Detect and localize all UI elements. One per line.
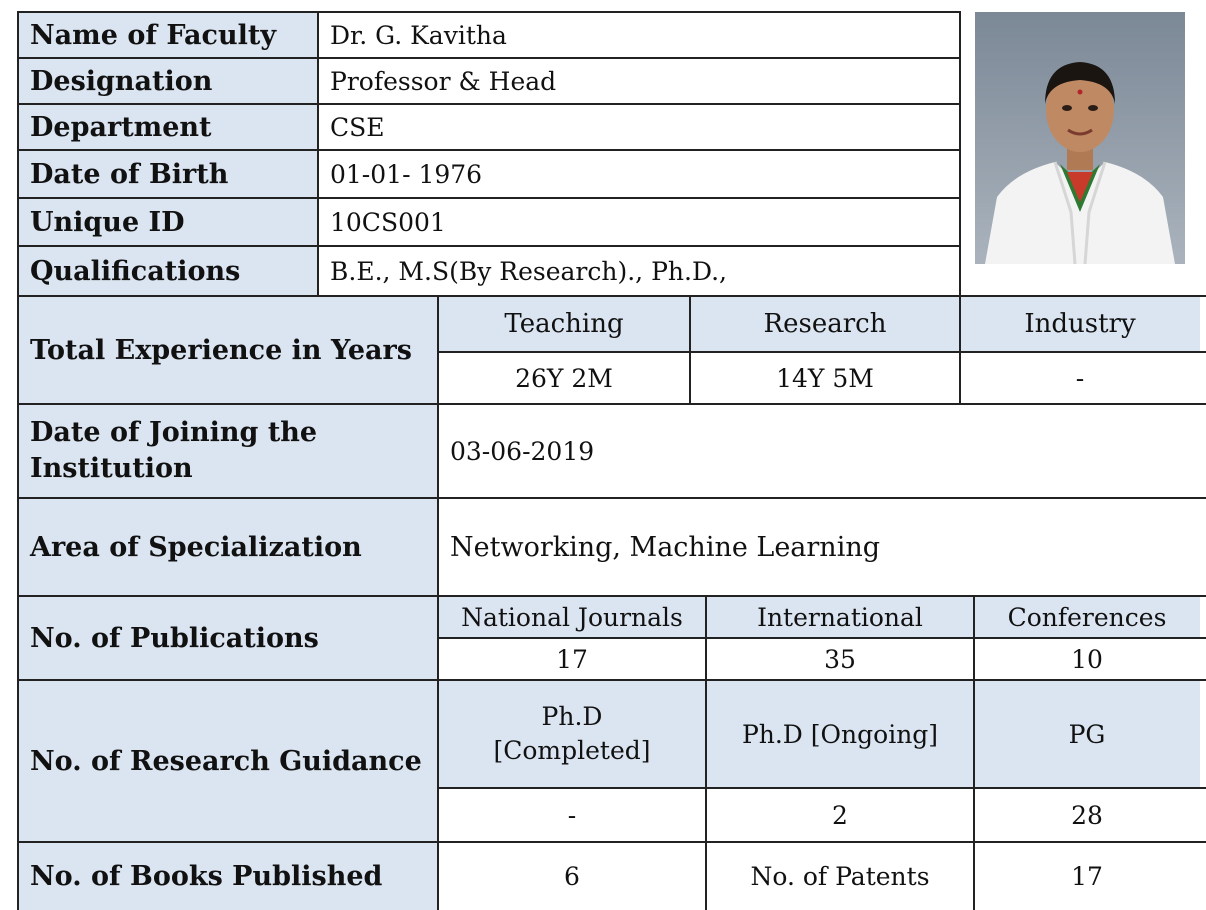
publications-value-conferences: 10	[974, 638, 1200, 680]
publications-value-national: 17	[438, 638, 706, 680]
publications-header-conferences: Conferences	[974, 596, 1200, 638]
books-label: No. of Books Published	[18, 842, 438, 910]
publications-header-national: National Journals	[438, 596, 706, 638]
grid-line	[17, 57, 961, 59]
uid-value: 10CS001	[318, 198, 960, 246]
qualifications-value: B.E., M.S(By Research)., Ph.D.,	[318, 246, 960, 296]
guidance-header-phd-completed: Ph.D [Completed]	[438, 680, 706, 788]
experience-value-research: 14Y 5M	[690, 352, 960, 404]
grid-line	[17, 11, 19, 910]
specialization-value: Networking, Machine Learning	[438, 498, 1200, 596]
grid-line	[17, 245, 961, 247]
uid-label: Unique ID	[18, 198, 318, 246]
dob-label: Date of Birth	[18, 150, 318, 198]
qualifications-label: Qualifications	[18, 246, 318, 296]
guidance-value-phd-completed: -	[438, 788, 706, 842]
name-value: Dr. G. Kavitha	[318, 12, 960, 58]
grid-line	[317, 11, 319, 297]
grid-line	[705, 595, 707, 910]
publications-value-international: 35	[706, 638, 974, 680]
experience-label: Total Experience in Years	[18, 296, 438, 404]
guidance-header-phd-ongoing: Ph.D [Ongoing]	[706, 680, 974, 788]
department-label: Department	[18, 104, 318, 150]
grid-line	[437, 351, 1206, 353]
experience-value-industry: -	[960, 352, 1200, 404]
experience-header-teaching: Teaching	[438, 296, 690, 352]
grid-line	[17, 595, 1206, 597]
patents-label: No. of Patents	[706, 842, 974, 910]
grid-line	[17, 679, 1206, 681]
name-label: Name of Faculty	[18, 12, 318, 58]
patents-value: 17	[974, 842, 1200, 910]
department-value: CSE	[318, 104, 960, 150]
grid-line	[959, 295, 961, 405]
joining-value: 03-06-2019	[438, 404, 1200, 498]
grid-line	[17, 295, 1206, 297]
books-value: 6	[438, 842, 706, 910]
designation-label: Designation	[18, 58, 318, 104]
experience-value-teaching: 26Y 2M	[438, 352, 690, 404]
grid-line	[437, 787, 1206, 789]
guidance-label: No. of Research Guidance	[18, 680, 438, 842]
grid-line	[17, 403, 1206, 405]
grid-line	[17, 197, 961, 199]
grid-line	[959, 11, 961, 297]
grid-line	[17, 103, 961, 105]
joining-label: Date of Joining the Institution	[18, 404, 438, 498]
dob-value: 01-01- 1976	[318, 150, 960, 198]
grid-line	[17, 149, 961, 151]
publications-header-international: International	[706, 596, 974, 638]
grid-line	[17, 497, 1206, 499]
experience-header-industry: Industry	[960, 296, 1200, 352]
guidance-header-pg: PG	[974, 680, 1200, 788]
grid-line	[689, 295, 691, 405]
faculty-photo	[975, 12, 1185, 264]
specialization-label: Area of Specialization	[18, 498, 438, 596]
guidance-value-pg: 28	[974, 788, 1200, 842]
grid-line	[973, 595, 975, 910]
grid-line	[17, 841, 1206, 843]
grid-line	[17, 11, 961, 13]
publications-label: No. of Publications	[18, 596, 438, 680]
grid-line	[437, 295, 439, 910]
experience-header-research: Research	[690, 296, 960, 352]
grid-line	[437, 637, 1206, 639]
designation-value: Professor & Head	[318, 58, 960, 104]
guidance-value-phd-ongoing: 2	[706, 788, 974, 842]
